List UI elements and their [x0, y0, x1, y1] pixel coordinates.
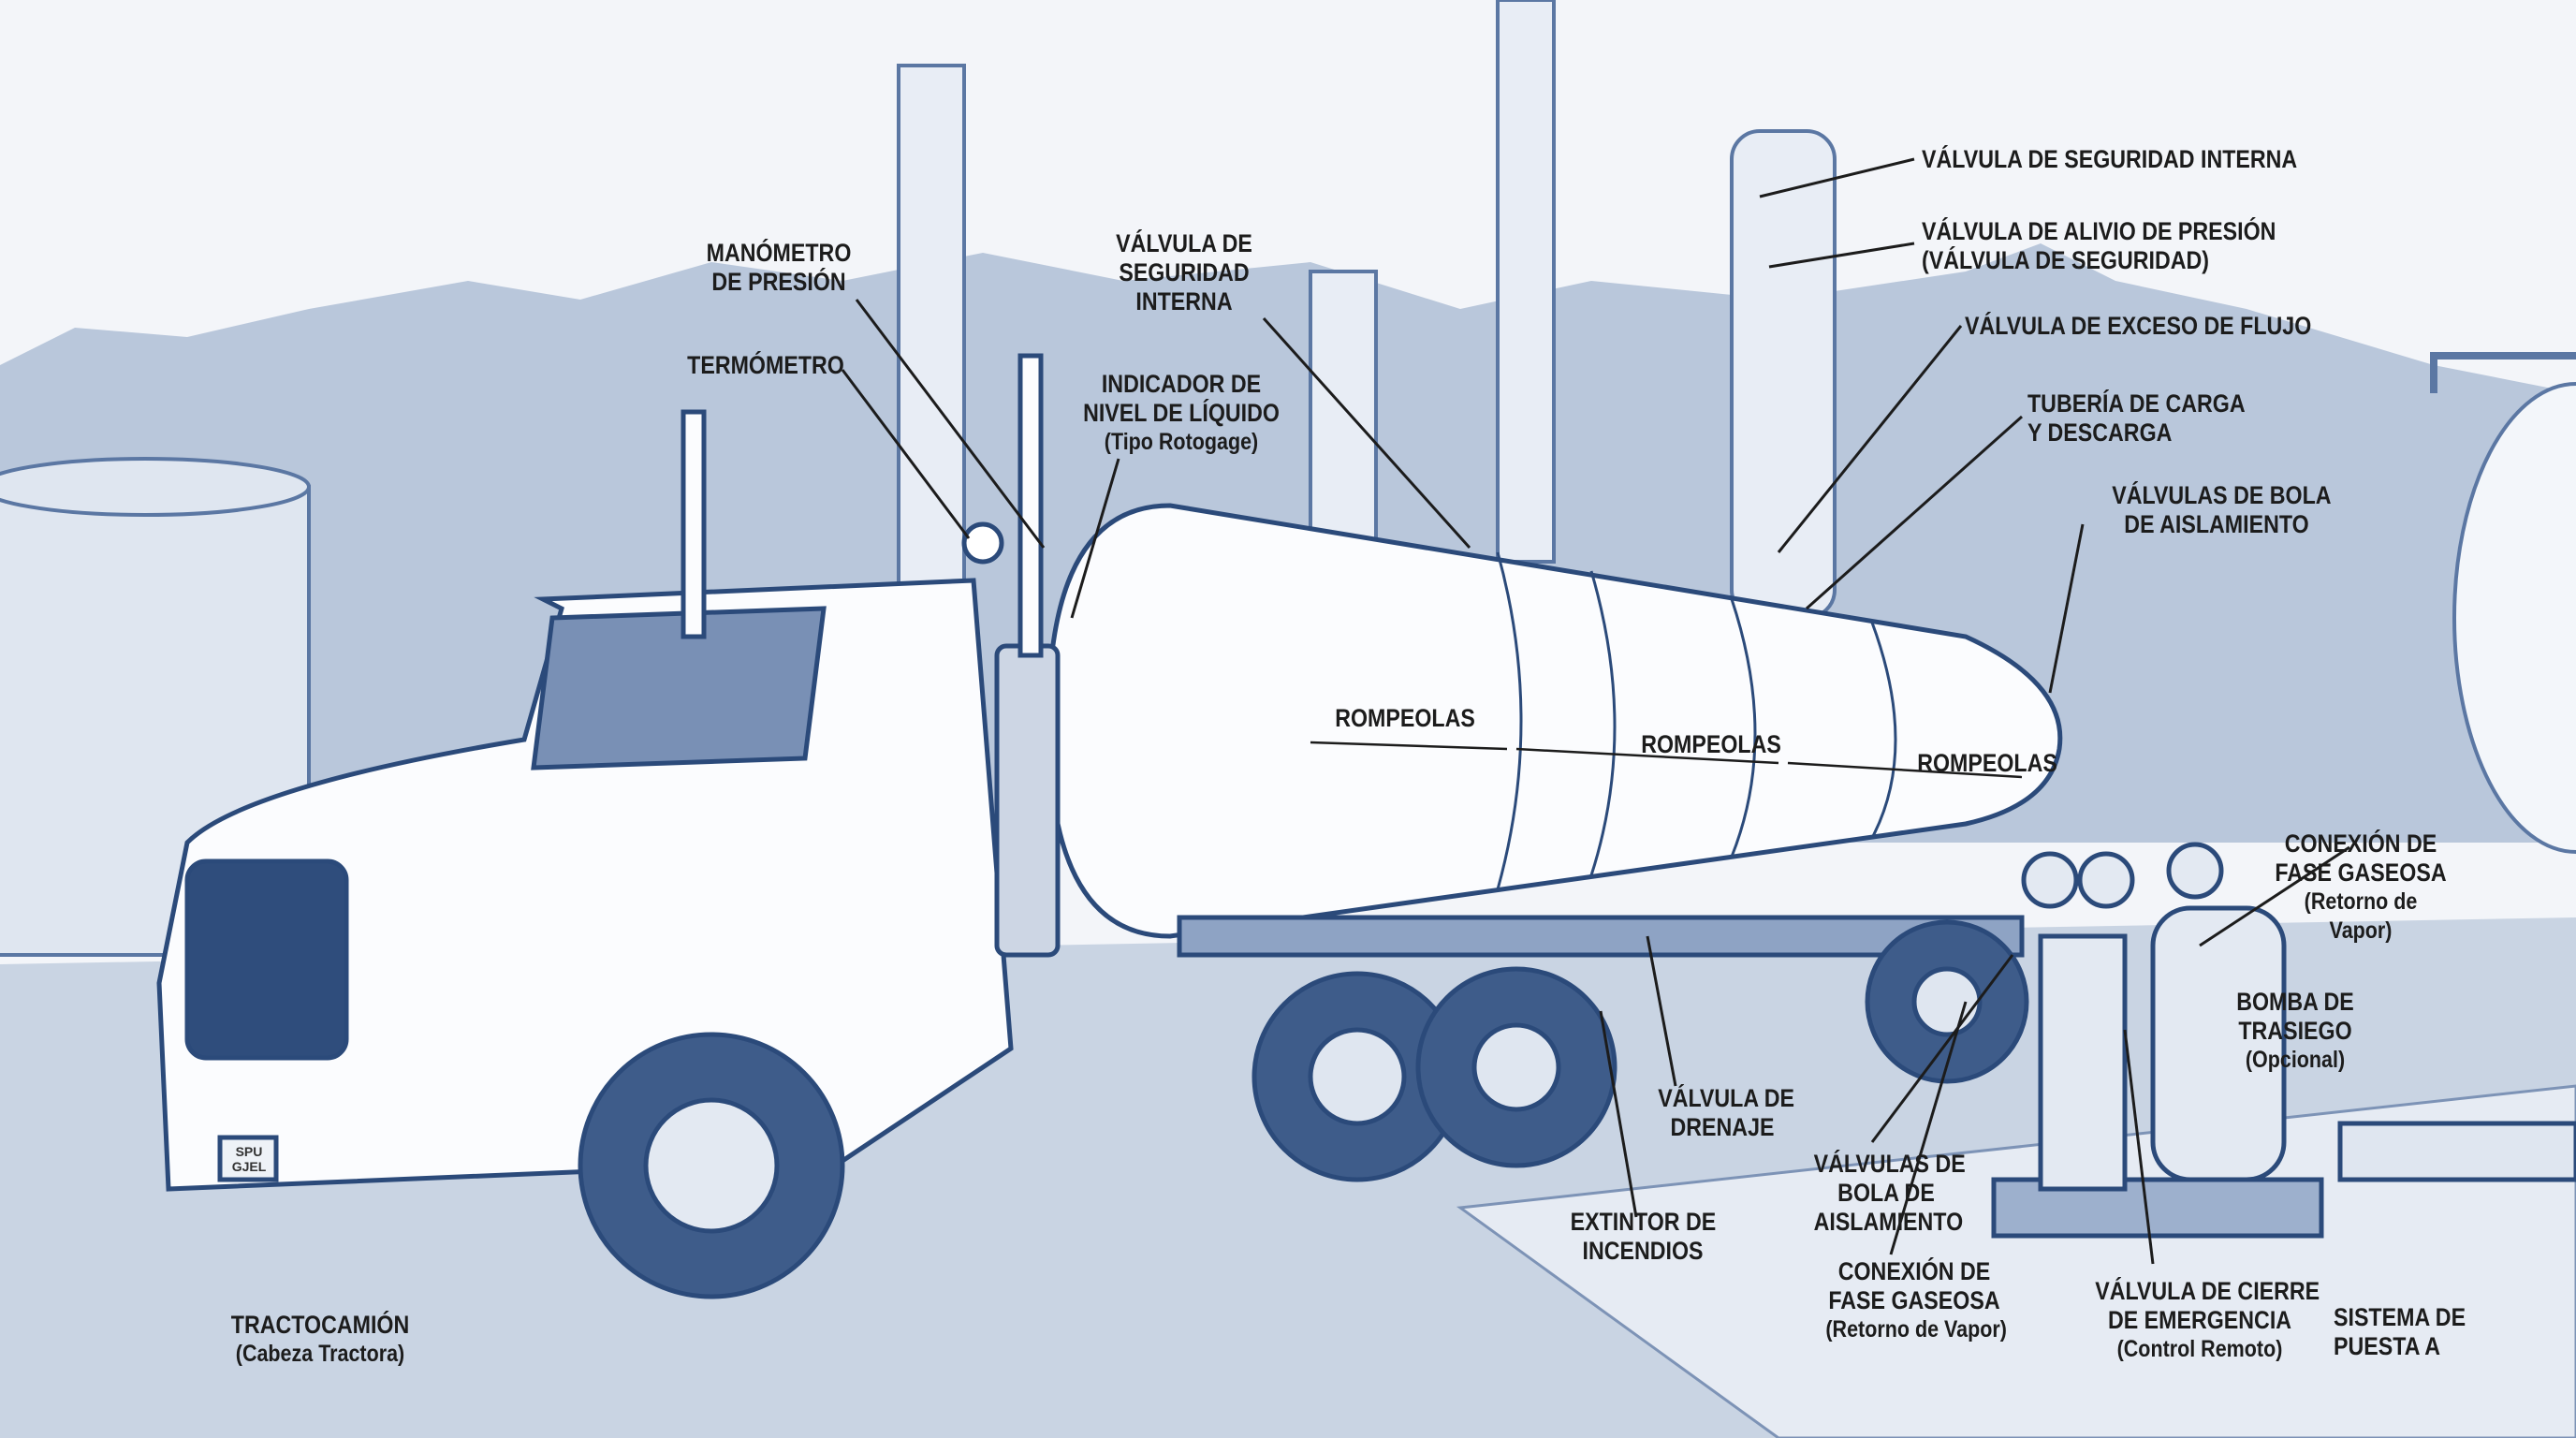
label-text: VÁLVULAS DE — [1813, 1150, 1966, 1178]
label-subtext: (Retorno de — [2304, 888, 2418, 915]
label-text: INDICADOR DE — [1101, 370, 1262, 398]
label-text: INTERNA — [1135, 287, 1233, 315]
label-text: TUBERÍA DE CARGA — [2027, 389, 2246, 418]
label-rompeolas-2: ROMPEOLAS — [1641, 730, 1781, 759]
label-text: TRASIEGO — [2238, 1017, 2352, 1045]
label-text: AISLAMIENTO — [1813, 1208, 1964, 1236]
label-subtext: Vapor) — [2329, 917, 2393, 944]
label-text: TRACTOCAMIÓN — [230, 1311, 410, 1339]
label-text: CONEXIÓN DE — [2284, 829, 2437, 858]
label-text: MANÓMETRO — [706, 239, 852, 267]
label-rompeolas-1: ROMPEOLAS — [1335, 704, 1475, 733]
label-text: VÁLVULA DE ALIVIO DE PRESIÓN — [1922, 217, 2276, 245]
label-text: BOLA DE — [1837, 1179, 1935, 1207]
label-text: PUESTA A — [2334, 1332, 2440, 1360]
label-text: VÁLVULA DE EXCESO DE FLUJO — [1965, 312, 2312, 340]
label-text: VÁLVULAS DE BOLA — [2112, 481, 2332, 509]
label-text: DE AISLAMIENTO — [2124, 510, 2309, 538]
label-text: TERMÓMETRO — [687, 351, 844, 379]
label-text: SEGURIDAD — [1119, 258, 1250, 286]
label-text: VÁLVULA DE — [1116, 229, 1252, 257]
storage-tank-left — [0, 457, 311, 957]
label-text: ROMPEOLAS — [1917, 749, 2057, 777]
leader-lines — [841, 157, 2350, 1265]
label-text: VÁLVULA DE CIERRE — [2095, 1277, 2320, 1305]
label-text: BOMBA DE — [2236, 988, 2354, 1016]
label-text: DRENAJE — [1670, 1113, 1775, 1141]
tractor-cab — [156, 353, 1061, 1299]
label-text: (VÁLVULA DE SEGURIDAD) — [1922, 246, 2210, 274]
tank-trailer — [1046, 503, 2063, 1182]
label-subtext: (Retorno de Vapor) — [1825, 1316, 2007, 1343]
label-tractocamion: TRACTOCAMIÓN(Cabeza Tractora) — [224, 1311, 417, 1369]
label-text: EXTINTOR DE — [1570, 1208, 1717, 1236]
label-text: FASE GASEOSA — [2275, 858, 2447, 887]
license-plate: SPU GJEL — [231, 1144, 267, 1174]
transfer-station — [1991, 842, 2576, 1239]
label-text: SISTEMA DE — [2334, 1303, 2466, 1331]
label-text: DE EMERGENCIA — [2107, 1306, 2292, 1334]
label-text: VÁLVULA DE SEGURIDAD INTERNA — [1922, 145, 2298, 173]
label-text: FASE GASEOSA — [1828, 1286, 2000, 1314]
label-subtext: (Control Remoto) — [2116, 1336, 2283, 1362]
label-text: CONEXIÓN DE — [1837, 1257, 1991, 1285]
label-seguridad-interna-right: VÁLVULA DE SEGURIDAD INTERNA — [1922, 145, 2297, 174]
label-rompeolas-3: ROMPEOLAS — [1917, 749, 2057, 778]
label-subtext: (Opcional) — [2245, 1047, 2346, 1073]
label-text: ROMPEOLAS — [1335, 704, 1475, 732]
label-exceso-flujo: VÁLVULA DE EXCESO DE FLUJO — [1965, 312, 2311, 341]
label-termometro: TERMÓMETRO — [685, 351, 846, 380]
label-text: INCENDIOS — [1582, 1237, 1704, 1265]
label-alivio-presion: VÁLVULA DE ALIVIO DE PRESIÓN(VÁLVULA DE … — [1922, 217, 2276, 275]
label-text: DE PRESIÓN — [711, 268, 846, 296]
label-subtext: (Cabeza Tractora) — [235, 1341, 405, 1367]
label-text: VÁLVULA DE — [1658, 1084, 1794, 1112]
label-text: ROMPEOLAS — [1641, 730, 1781, 758]
label-subtext: (Tipo Rotogage) — [1104, 429, 1259, 455]
label-text: NIVEL DE LÍQUIDO — [1083, 399, 1280, 427]
rompeolas-arrows — [1310, 741, 2023, 779]
label-text: Y DESCARGA — [2027, 418, 2173, 447]
